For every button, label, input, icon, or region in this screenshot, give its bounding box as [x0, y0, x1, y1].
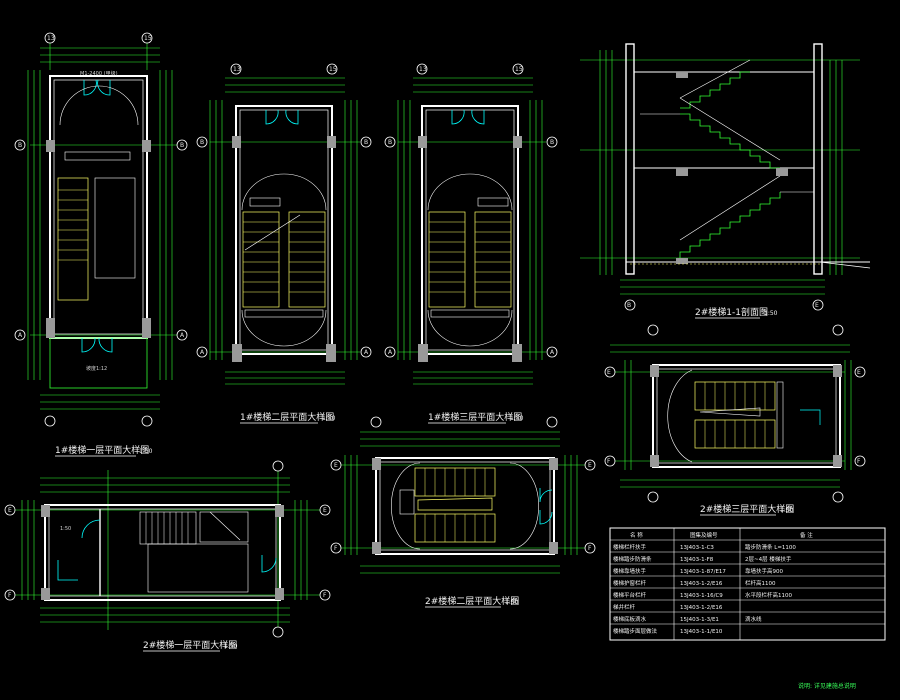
- table-cell: 楼梯平台栏杆: [613, 591, 647, 599]
- table-cell: 13J403-1-C3: [680, 545, 714, 551]
- plan-3-scale: 1:50: [510, 415, 524, 422]
- axis-a-right: A: [550, 349, 555, 356]
- axis-a-left: A: [388, 349, 393, 356]
- axis-e-right: E: [588, 462, 592, 469]
- specification-table: 名 称 图集及编号 备 注 楼梯栏杆扶手 13J403-1-C3 踏步防滑条 L…: [609, 527, 886, 641]
- axis-f-right: F: [588, 545, 592, 552]
- plan-5-scale: 1:50: [505, 599, 519, 606]
- section-scale: 1:50: [764, 310, 778, 317]
- axis-15-top: 15: [329, 66, 337, 73]
- axis-b-left: B: [18, 142, 22, 149]
- axis-13-top: 13: [47, 35, 55, 42]
- axis-f-right: F: [857, 458, 861, 465]
- axis-a-right: A: [364, 349, 369, 356]
- table-cell: 栏杆高1100: [745, 579, 776, 587]
- corner-note: 说明: 详见建施总说明: [798, 682, 856, 690]
- plan-2-stair-second-floor: 13 15 B B A A 1#楼梯二层平面大样图 1:50: [196, 63, 372, 424]
- axis-e-left: E: [8, 507, 12, 514]
- section-title: 2#楼梯1-1剖面图: [695, 306, 768, 318]
- plan-3-title: 1#楼梯三层平面大样图: [428, 411, 522, 423]
- axis-b-left: B: [200, 139, 204, 146]
- axis-15-top: 15: [515, 66, 523, 73]
- table-cell: 13J403-1-2/E16: [680, 605, 723, 611]
- table-cell: 13J403-1-1/E10: [680, 629, 723, 635]
- table-cell: 踏步防滑条 L=1100: [745, 543, 796, 551]
- plan-3-stair-third-floor: 13 15 B B A A 1#楼梯三层平面大样图 1:50: [384, 63, 558, 424]
- svg-text:M1-2400 (甲级): M1-2400 (甲级): [80, 70, 118, 77]
- axis-f-left: F: [607, 458, 611, 465]
- table-cell: 13J403-1-2/E16: [680, 581, 723, 587]
- plan-4-stair-ground-floor: 1:50 E F E F 2#楼梯一层平面大样图 1:50: [4, 460, 331, 652]
- table-cell: 楼梯底板滴水: [613, 615, 647, 623]
- axis-b-right: B: [180, 142, 184, 149]
- table-cell: 楼梯护窗栏杆: [613, 579, 647, 587]
- table-cell: 楼梯踏步防滑条: [613, 555, 652, 563]
- plan-1-scale: 1:50: [139, 448, 153, 455]
- axis-f-right: F: [323, 592, 327, 599]
- axis-e-left: E: [607, 369, 611, 376]
- plan-1-title: 1#楼梯一层平面大样图: [55, 444, 149, 456]
- plan-2-title: 1#楼梯二层平面大样图: [240, 411, 334, 423]
- section-1-1: B E 2#楼梯1-1剖面图 1:50: [580, 43, 871, 319]
- plan-5-title: 2#楼梯二层平面大样图: [425, 595, 519, 607]
- table-cell: 靠墙扶手高900: [745, 567, 783, 575]
- plan-5-stair-second-floor: E F E F 2#楼梯二层平面大样图 1:50: [330, 416, 596, 608]
- table-cell: 2层~4层 楼梯扶手: [745, 555, 792, 563]
- axis-b-bottom: B: [627, 302, 631, 309]
- plan-6-stair-third-floor: E F E F 2#楼梯三层平面大样图 1:50: [604, 324, 866, 516]
- table-cell: 13J403-1-16/C9: [680, 593, 723, 599]
- svg-text:1:50: 1:50: [60, 526, 71, 532]
- axis-15-top: 15: [144, 35, 152, 42]
- axis-e-right: E: [323, 507, 327, 514]
- axis-b-left: B: [388, 139, 392, 146]
- plan-2-scale: 1:50: [322, 415, 336, 422]
- plan-6-title: 2#楼梯三层平面大样图: [700, 503, 794, 515]
- axis-b-right: B: [550, 139, 554, 146]
- table-cell: 13J403-1-87/E17: [680, 569, 726, 575]
- table-header-atlas: 图集及编号: [690, 531, 718, 539]
- table-cell: 楼梯栏杆扶手: [613, 543, 647, 551]
- table-cell: 水平段栏杆高1100: [745, 591, 792, 599]
- axis-a-left: A: [200, 349, 205, 356]
- axis-e-left: E: [334, 462, 338, 469]
- table-header-name: 名 称: [630, 531, 643, 539]
- plan-4-scale: 1:50: [224, 643, 238, 650]
- axis-e-bottom: E: [815, 302, 819, 309]
- axis-f-left: F: [334, 545, 338, 552]
- table-cell: 15J403-1-3/E1: [680, 617, 719, 623]
- axis-13-top: 13: [419, 66, 427, 73]
- svg-text:坡度1:12: 坡度1:12: [86, 365, 107, 372]
- axis-f-left: F: [8, 592, 12, 599]
- axis-b-right: B: [364, 139, 368, 146]
- axis-a-left: A: [18, 332, 23, 339]
- table-cell: 滴水线: [745, 615, 762, 623]
- plan-1-stair-ground-floor: M1-2400 (甲级) 坡度1:12 13 15 B B A A 1#楼梯一层…: [14, 32, 188, 457]
- axis-a-right: A: [180, 332, 185, 339]
- table-cell: 楼梯踏步面层做法: [613, 627, 658, 635]
- table-header-note: 备 注: [800, 531, 813, 539]
- axis-13-top: 13: [233, 66, 241, 73]
- plan-4-title: 2#楼梯一层平面大样图: [143, 639, 237, 651]
- table-cell: 楼梯靠墙扶手: [613, 567, 647, 575]
- axis-e-right: E: [857, 369, 861, 376]
- table-cell: 梯井栏杆: [613, 603, 636, 611]
- table-cell: 13J403-1-F8: [680, 557, 714, 563]
- plan-6-scale: 1:50: [780, 507, 794, 514]
